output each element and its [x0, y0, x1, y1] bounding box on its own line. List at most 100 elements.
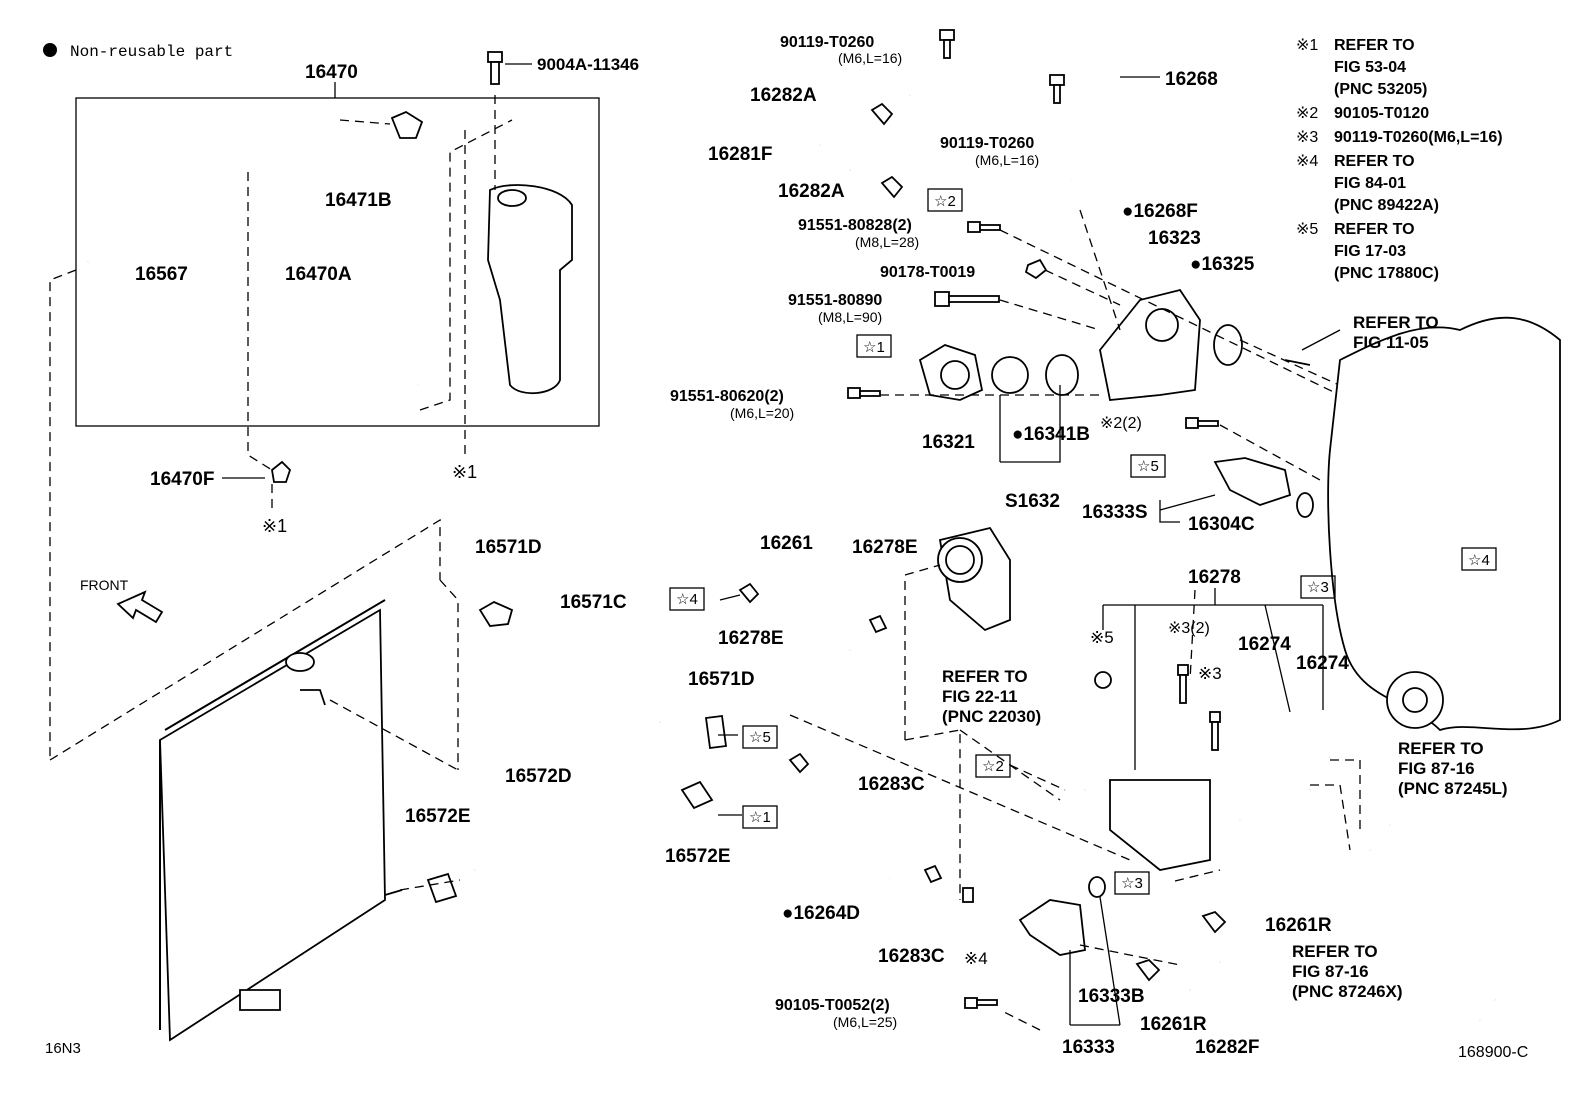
label-16283c-upper: 16283C [858, 774, 925, 795]
label-16571d-upper: 16571D [475, 537, 542, 558]
label-16261: 16261 [760, 533, 813, 554]
label-16470: 16470 [305, 62, 358, 83]
water-outlet-16323 [1099, 288, 1201, 401]
label-16283c-lower: 16283C [878, 946, 945, 967]
label-90178-t0019: 90178-T0019 [880, 264, 975, 281]
label-16572e-left: 16572E [405, 806, 471, 827]
refer-2211-line3: (PNC 22030) [942, 707, 1041, 726]
clamp-16282a-lower [880, 175, 904, 199]
cap-16471b [390, 110, 424, 139]
note-4-line-2: FIG 84-01 [1334, 175, 1406, 192]
label-16304c: 16304C [1188, 514, 1255, 535]
label-91551-80890: 91551-80890 [788, 292, 882, 309]
label-16321: 16321 [922, 432, 975, 453]
label-16282a-lower: 16282A [778, 181, 845, 202]
note-mark-1a: ※1 [452, 462, 477, 482]
star-3a: ☆3 [1307, 579, 1329, 596]
refer-8716b-line2: FIG 87-16 [1292, 962, 1369, 981]
note-1-line-3: (PNC 53205) [1334, 81, 1427, 98]
star-1a: ☆1 [863, 339, 885, 356]
reservoir-kit-box [75, 97, 600, 427]
label-16278e-right: 16278E [852, 537, 918, 558]
clamp-16571d-lower [704, 714, 728, 750]
note-5-line-1: REFER TO [1334, 221, 1415, 238]
note-mark-1b: ※1 [262, 516, 287, 536]
label-16278: 16278 [1188, 567, 1241, 588]
label-16281f: 16281F [708, 144, 772, 165]
label-16567: 16567 [135, 264, 188, 285]
label-16261r-lower: 16261R [1140, 1014, 1207, 1035]
label-16274-left: 16274 [1238, 634, 1291, 655]
label-16268f: ●16268F [1122, 201, 1198, 222]
label-91551-80828: 91551-80828(2) [798, 217, 912, 234]
clamp-16278e-right [868, 614, 888, 634]
refer-8716a-line3: (PNC 87245L) [1398, 779, 1508, 798]
gasket-16341b [1045, 354, 1079, 396]
label-16333: 16333 [1062, 1037, 1115, 1058]
note-1-line-2: FIG 53-04 [1334, 59, 1406, 76]
label-16261r-upper: 16261R [1265, 915, 1332, 936]
note-mark-3-2: ※3(2) [1168, 620, 1210, 637]
refer-1105-line1: REFER TO [1353, 313, 1439, 332]
clip-16470f [271, 460, 292, 483]
refer-8716b-line3: (PNC 87246X) [1292, 982, 1403, 1001]
refer-2211-line2: FIG 22-11 [942, 687, 1018, 706]
spec-90105-t0052: (M6,L=25) [833, 1014, 897, 1030]
gasket-16325 [1213, 324, 1243, 366]
front-label: FRONT [80, 577, 129, 593]
label-16278e-left: 16278E [718, 628, 784, 649]
clamp-16572e-right [680, 780, 714, 810]
spec-91551-80828: (M8,L=28) [855, 234, 919, 250]
label-16282a-upper: 16282A [750, 85, 817, 106]
gasket-16304c [1296, 492, 1314, 518]
note-mark-3: ※3 [1198, 664, 1222, 683]
non-reusable-bullet-icon [43, 43, 57, 57]
label-16282f: 16282F [1195, 1037, 1259, 1058]
label-16572d: 16572D [505, 766, 572, 787]
refer-8716b-line1: REFER TO [1292, 942, 1378, 961]
note-4-line-1: REFER TO [1334, 153, 1415, 170]
label-16333b: 16333B [1078, 986, 1145, 1007]
label-s1632: S1632 [1005, 491, 1060, 512]
note-3-mark: ※3 [1296, 129, 1318, 146]
reservoir-tank [487, 184, 573, 395]
radiator [159, 608, 386, 1042]
star-4a: ☆4 [1468, 552, 1490, 569]
note-2-line-1: 90105-T0120 [1334, 105, 1429, 122]
model-code: 16N3 [45, 1040, 81, 1057]
refer-1105-line2: FIG 11-05 [1353, 333, 1429, 352]
label-90105-t0052: 90105-T0052(2) [775, 997, 890, 1014]
refer-2211-line1: REFER TO [942, 667, 1028, 686]
label-90119-t0260-b: 90119-T0260 [940, 135, 1034, 152]
star-2a: ☆2 [934, 193, 956, 210]
clamp-16572e-left [426, 872, 458, 904]
note-2-mark: ※2 [1296, 105, 1318, 122]
clamp-16278e-left [738, 582, 760, 604]
spec-91551-80890: (M8,L=90) [818, 309, 882, 325]
water-inlet-16333 [1018, 899, 1086, 956]
star-5a: ☆5 [1137, 458, 1159, 475]
label-16325: ●16325 [1190, 254, 1255, 275]
note-3-line-1: 90119-T0260(M6,L=16) [1334, 129, 1503, 146]
star-4b: ☆4 [676, 591, 698, 608]
label-16571c: 16571C [560, 592, 627, 613]
water-inlet-16333s [1213, 457, 1292, 506]
thermostat [991, 356, 1029, 394]
label-9004a: 9004A-11346 [537, 55, 639, 74]
star-3b: ☆3 [1121, 875, 1143, 892]
label-16268: 16268 [1165, 69, 1218, 90]
label-16471b: 16471B [325, 190, 392, 211]
note-5-mark: ※5 [1296, 221, 1318, 238]
note-5-line-3: (PNC 17880C) [1334, 265, 1439, 282]
note-4-mark: ※4 [1296, 153, 1318, 170]
label-16572e-right: 16572E [665, 846, 731, 867]
clamp-16283c-lower [923, 864, 943, 884]
label-16470a: 16470A [285, 264, 352, 285]
refer-8716a-line2: FIG 87-16 [1398, 759, 1475, 778]
engine-block [1327, 316, 1561, 732]
note-mark-2-2: ※2(2) [1100, 415, 1142, 432]
diagram-id: 168900-C [1458, 1044, 1528, 1061]
legend-text: Non-reusable part [70, 43, 233, 61]
